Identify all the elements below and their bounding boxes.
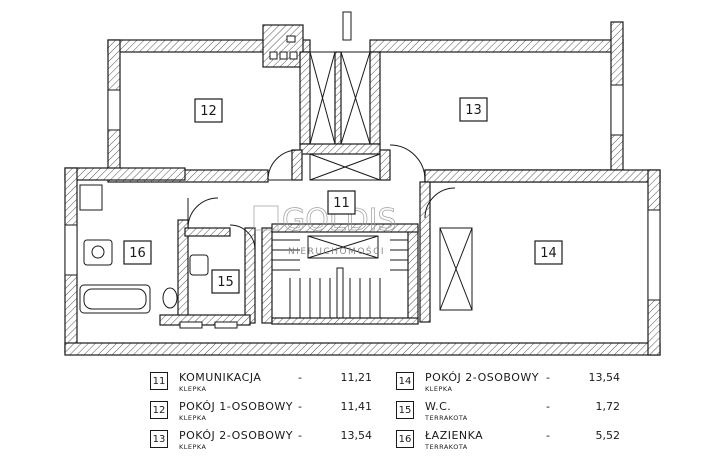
wall-16-top xyxy=(64,167,186,181)
legend-column-right: 14 POKÓJ 2-OSOBOWY KLEPKA - 13,54 15 W.C… xyxy=(396,370,620,457)
stair-landing xyxy=(307,235,379,259)
legend-room-finish: KLEPKA xyxy=(425,385,453,393)
chimney xyxy=(262,24,304,68)
wall-shaft-mid xyxy=(334,51,342,145)
legend-number: 15 xyxy=(396,401,414,419)
roof-vent xyxy=(342,11,352,41)
legend-room-name: POKÓJ 1-OSOBOWY xyxy=(179,400,293,413)
legend-room-name: POKÓJ 2-OSOBOWY xyxy=(179,429,293,442)
chimney-vent-2 xyxy=(279,51,288,60)
wall-shaft-left xyxy=(299,51,311,145)
legend-room-area: 11,41 xyxy=(340,400,373,413)
wall-top-right xyxy=(369,39,624,53)
legend-room-area: 1,72 xyxy=(595,400,621,413)
room-label-15: 15 xyxy=(211,269,240,294)
legend-room-area: 11,21 xyxy=(340,371,373,384)
legend-dash: - xyxy=(298,429,302,442)
legend-room-name: ŁAZIENKA xyxy=(425,429,484,442)
svg-text:11: 11 xyxy=(333,196,350,211)
legend: 11 KOMUNIKACJA KLEPKA - 11,21 12 POKÓJ 1… xyxy=(150,370,620,465)
room-label-16: 16 xyxy=(123,240,152,265)
legend-room-area: 13,54 xyxy=(340,429,373,442)
wall-shaft-right xyxy=(369,51,381,145)
wall-stair-right xyxy=(407,227,419,324)
wall-stair-left xyxy=(261,227,273,324)
legend-room-finish: TERRAKOTA xyxy=(425,414,468,422)
watermark-tagline: NIERUCHOMOŚCI xyxy=(288,245,385,257)
legend-row: 12 POKÓJ 1-OSOBOWY KLEPKA - 11,41 xyxy=(150,399,372,426)
wall-stair-bottom xyxy=(271,317,419,325)
wall-mid-top xyxy=(299,143,381,155)
legend-row: 16 ŁAZIENKA TERRAKOTA - 5,52 xyxy=(396,428,620,455)
wall-top-left xyxy=(107,39,266,53)
legend-dash: - xyxy=(546,429,550,442)
window-left-12 xyxy=(107,89,121,131)
legend-row: 13 POKÓJ 2-OSOBOWY KLEPKA - 13,54 xyxy=(150,428,372,455)
watermark: GOLDIS NIERUCHOMOŚCI xyxy=(253,203,397,257)
wall-corr-v2 xyxy=(379,149,391,181)
legend-room-area: 13,54 xyxy=(588,371,621,384)
legend-number: 12 xyxy=(150,401,168,419)
room-label-12: 12 xyxy=(194,98,223,123)
legend-number: 16 xyxy=(396,430,414,448)
svg-text:14: 14 xyxy=(540,246,557,261)
wall-15-top xyxy=(184,227,231,237)
legend-number: 14 xyxy=(396,372,414,390)
vent-2 xyxy=(214,321,238,329)
legend-room-name: W.C. xyxy=(425,400,452,413)
vent-1 xyxy=(179,321,203,329)
sink-15 xyxy=(189,254,209,276)
legend-number: 11 xyxy=(150,372,168,390)
legend-column-left: 11 KOMUNIKACJA KLEPKA - 11,21 12 POKÓJ 1… xyxy=(150,370,372,457)
chimney-vent-4 xyxy=(286,35,296,43)
wall-bottom xyxy=(64,342,661,356)
svg-text:12: 12 xyxy=(200,104,217,119)
wall-corr-v1 xyxy=(291,149,303,181)
legend-room-finish: KLEPKA xyxy=(179,443,207,451)
legend-row: 14 POKÓJ 2-OSOBOWY KLEPKA - 13,54 xyxy=(396,370,620,397)
legend-room-finish: KLEPKA xyxy=(179,385,207,393)
window-right-14 xyxy=(647,209,661,301)
wall-14-left xyxy=(419,181,431,323)
wall-stair-top xyxy=(271,223,419,233)
legend-room-name: KOMUNIKACJA xyxy=(179,371,262,384)
room-label-14: 14 xyxy=(534,240,563,265)
legend-room-name: POKÓJ 2-OSOBOWY xyxy=(425,371,539,384)
legend-number: 13 xyxy=(150,430,168,448)
legend-dash: - xyxy=(298,371,302,384)
svg-text:15: 15 xyxy=(217,275,234,290)
wall-bath-bottom xyxy=(159,314,251,326)
wardrobe-14 xyxy=(439,227,473,311)
chimney-vent-1 xyxy=(269,51,278,60)
legend-room-finish: KLEPKA xyxy=(179,414,207,422)
svg-text:13: 13 xyxy=(465,103,482,118)
room-label-13: 13 xyxy=(459,97,488,122)
legend-dash: - xyxy=(298,400,302,413)
window-left-16 xyxy=(64,224,78,276)
legend-row: 11 KOMUNIKACJA KLEPKA - 11,21 xyxy=(150,370,372,397)
legend-dash: - xyxy=(546,371,550,384)
chimney-vent-3 xyxy=(289,51,298,60)
legend-row: 15 W.C. TERRAKOTA - 1,72 xyxy=(396,399,620,426)
svg-text:16: 16 xyxy=(129,246,146,261)
legend-room-finish: TERRAKOTA xyxy=(425,443,468,451)
legend-dash: - xyxy=(546,400,550,413)
room-label-11: 11 xyxy=(327,190,356,215)
wall-14-top xyxy=(424,169,661,183)
shower-tray xyxy=(79,184,103,211)
window-right-13 xyxy=(610,84,624,136)
floor-plan: GOLDIS NIERUCHOMOŚCI 12 13 11 16 15 14 xyxy=(64,11,661,356)
legend-room-area: 5,52 xyxy=(595,429,621,442)
toilet xyxy=(162,287,178,309)
